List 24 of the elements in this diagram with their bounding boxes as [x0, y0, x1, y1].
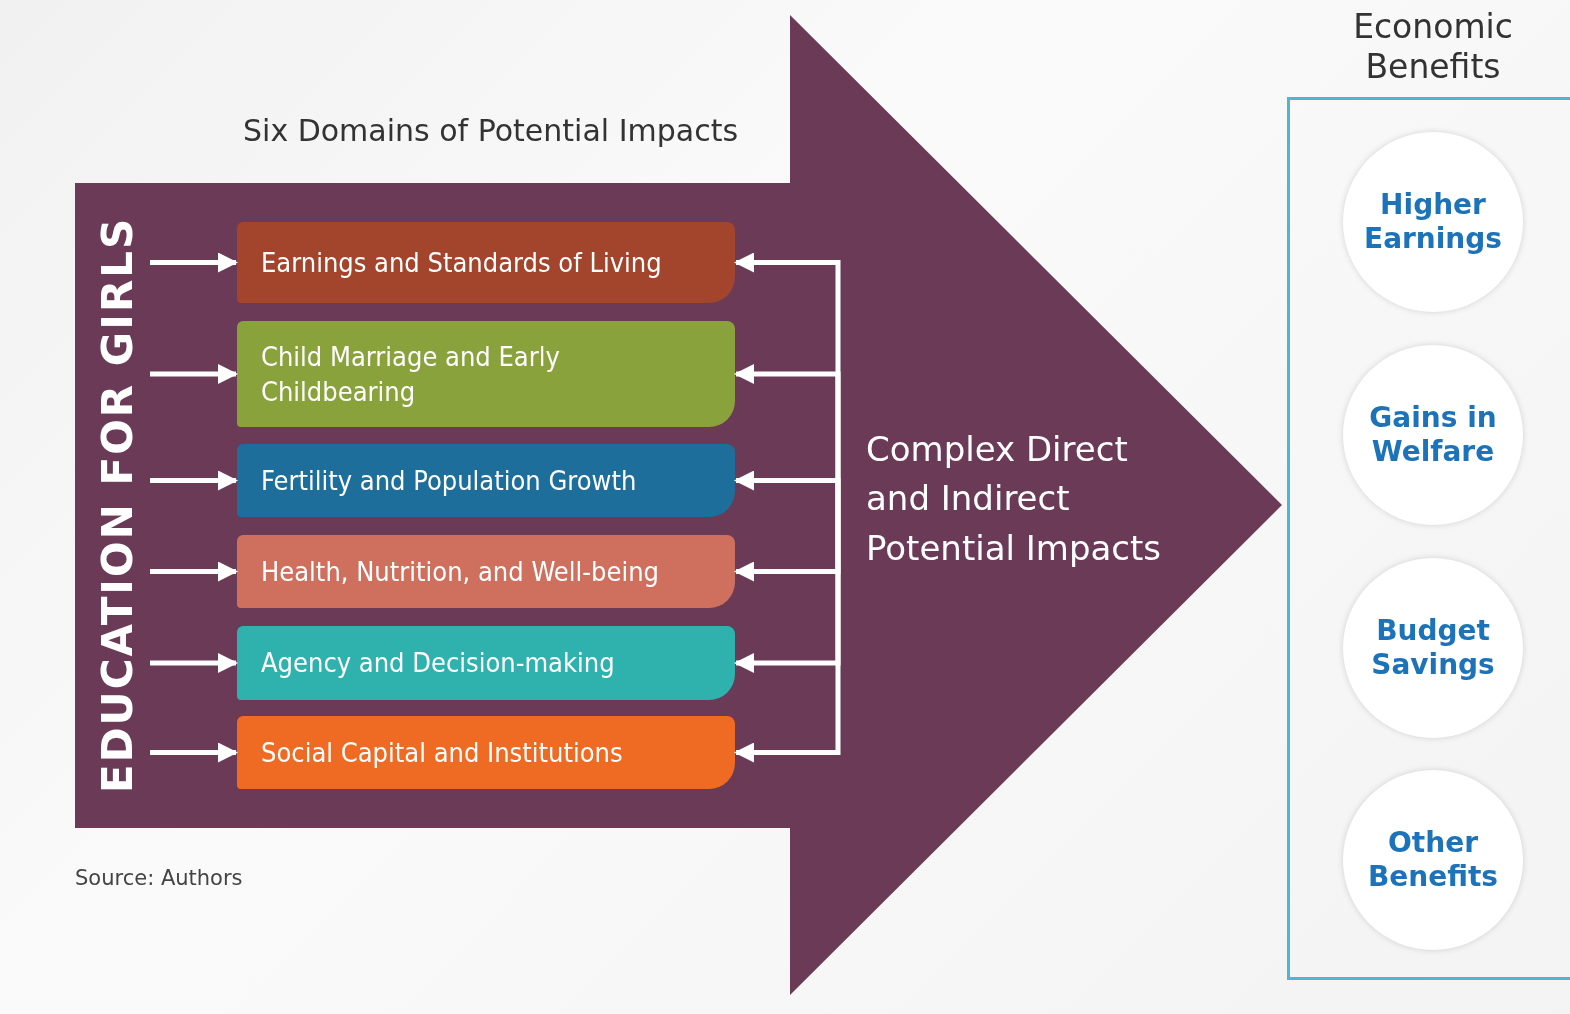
panel-heading: Economic Benefits — [1352, 7, 1514, 87]
benefit-circle: Budget Savings — [1343, 558, 1523, 738]
section-heading: Six Domains of Potential Impacts — [243, 113, 739, 148]
large-arrow — [75, 15, 1282, 995]
arrow — [150, 252, 238, 273]
benefit-circle: Other Benefits — [1343, 770, 1523, 950]
domain-box: Fertility and Population Growth — [237, 444, 735, 517]
arrow — [150, 561, 238, 582]
source-note: Source: Authors — [75, 866, 243, 890]
domain-box: Earnings and Standards of Living — [237, 222, 735, 303]
arrow — [150, 470, 238, 491]
domain-box: Agency and Decision-making — [237, 626, 735, 700]
vertical-title: EDUCATION FOR GIRLS — [89, 200, 145, 810]
domain-box: Child Marriage and Early Childbearing — [237, 321, 735, 427]
domain-box: Social Capital and Institutions — [237, 716, 735, 789]
benefit-circle: Gains in Welfare — [1343, 345, 1523, 525]
arrow — [150, 653, 238, 673]
domain-box: Health, Nutrition, and Well-being — [237, 535, 735, 608]
arrow — [150, 364, 238, 384]
arrow — [734, 470, 841, 505]
impacts-text: Complex Direct and Indirect Potential Impacts — [838, 425, 1196, 573]
arrow — [734, 505, 841, 763]
benefit-circle: Higher Earnings — [1343, 132, 1523, 312]
arrow — [150, 742, 238, 763]
